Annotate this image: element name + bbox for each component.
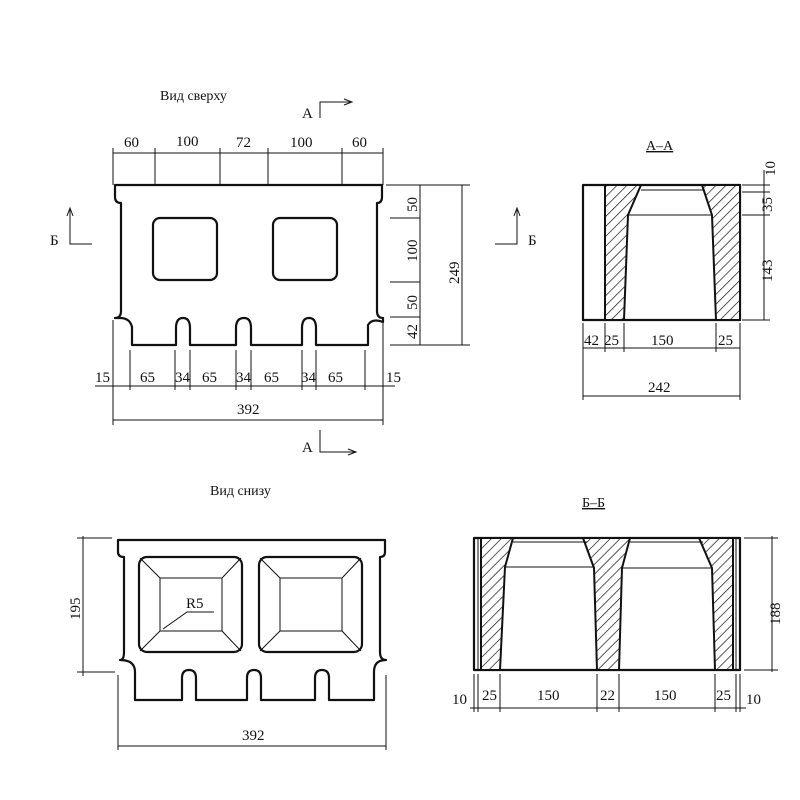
svg-text:392: 392: [242, 728, 265, 744]
svg-text:100: 100: [290, 135, 313, 151]
svg-text:150: 150: [654, 688, 677, 704]
section-aa-dimensions: 10 35 143 42 25 150 25 242: [582, 161, 779, 400]
svg-text:25: 25: [716, 688, 731, 704]
block-outline-bottom: [116, 538, 388, 702]
svg-text:65: 65: [202, 370, 217, 386]
svg-text:100: 100: [405, 240, 421, 263]
svg-text:10: 10: [452, 692, 467, 708]
svg-text:188: 188: [768, 603, 784, 626]
section-bb: Б–Б 188 10 25 150 22 150 25 10: [452, 496, 784, 712]
bottom-view-title: Вид снизу: [210, 484, 271, 499]
section-marker-a-bottom: А: [302, 430, 358, 456]
section-bb-title: Б–Б: [582, 496, 605, 511]
hole-left: [151, 216, 219, 282]
svg-text:34: 34: [301, 370, 317, 386]
svg-text:150: 150: [651, 333, 674, 349]
svg-text:150: 150: [537, 688, 560, 704]
svg-text:65: 65: [140, 370, 155, 386]
hatched-wall-left: [604, 184, 643, 321]
svg-text:25: 25: [482, 688, 497, 704]
svg-text:392: 392: [237, 402, 260, 418]
hatched-wall-right: [700, 184, 741, 321]
svg-text:249: 249: [447, 262, 463, 285]
svg-text:Б: Б: [50, 233, 59, 249]
top-dimensions: 60 100 72 100 60: [112, 134, 384, 185]
radius-label: R5: [186, 596, 204, 612]
svg-text:15: 15: [386, 370, 401, 386]
svg-text:50: 50: [405, 197, 421, 212]
svg-text:10: 10: [746, 692, 761, 708]
svg-text:65: 65: [328, 370, 343, 386]
svg-text:65: 65: [264, 370, 279, 386]
svg-text:25: 25: [718, 333, 733, 349]
svg-text:72: 72: [236, 135, 251, 151]
svg-text:60: 60: [124, 135, 139, 151]
bottom-dimensions: 15 65 34 65 34 65 34 65 15 392: [95, 320, 401, 425]
radius-leader: [162, 611, 214, 630]
svg-text:50: 50: [405, 295, 421, 310]
section-aa-title: А–А: [646, 139, 674, 154]
section-marker-b-right: Б: [495, 206, 537, 249]
block-outline-top: [113, 183, 385, 347]
svg-text:195: 195: [68, 598, 84, 621]
section-bb-dimensions: 188 10 25 150 22 150 25 10: [452, 536, 784, 712]
section-marker-b-left: Б: [50, 206, 92, 249]
hatched-web-middle: [581, 537, 632, 671]
svg-text:60: 60: [352, 135, 367, 151]
svg-text:143: 143: [760, 260, 776, 283]
svg-text:100: 100: [176, 134, 199, 150]
svg-text:34: 34: [236, 370, 252, 386]
svg-text:42: 42: [584, 333, 599, 349]
svg-text:Б: Б: [528, 233, 537, 249]
hole-right: [271, 216, 339, 282]
svg-text:42: 42: [405, 324, 421, 339]
bottom-view-dimensions: 195 392: [68, 536, 387, 750]
section-aa: А–А 10 35 143 42 25 150 25 242: [581, 139, 779, 400]
svg-text:35: 35: [760, 197, 776, 212]
svg-text:25: 25: [604, 333, 619, 349]
hatched-wall-right: [697, 537, 734, 671]
bottom-hole-right: [257, 555, 364, 654]
bottom-hole-left: [137, 555, 244, 654]
svg-text:22: 22: [600, 688, 615, 704]
right-dimensions: 50 100 50 42 249: [386, 184, 470, 346]
bottom-view: Вид снизу R5 195 392: [68, 484, 388, 750]
svg-text:15: 15: [95, 370, 110, 386]
svg-text:242: 242: [648, 380, 671, 396]
svg-text:34: 34: [175, 370, 191, 386]
top-view: Вид сверху А А Б Б 60 100 72 100 6: [50, 89, 537, 456]
svg-text:10: 10: [763, 161, 779, 176]
top-view-title: Вид сверху: [160, 89, 227, 104]
svg-text:А: А: [302, 440, 313, 456]
section-marker-a-top: А: [302, 98, 354, 122]
hatched-wall-left: [480, 537, 515, 671]
svg-text:А: А: [302, 106, 313, 122]
